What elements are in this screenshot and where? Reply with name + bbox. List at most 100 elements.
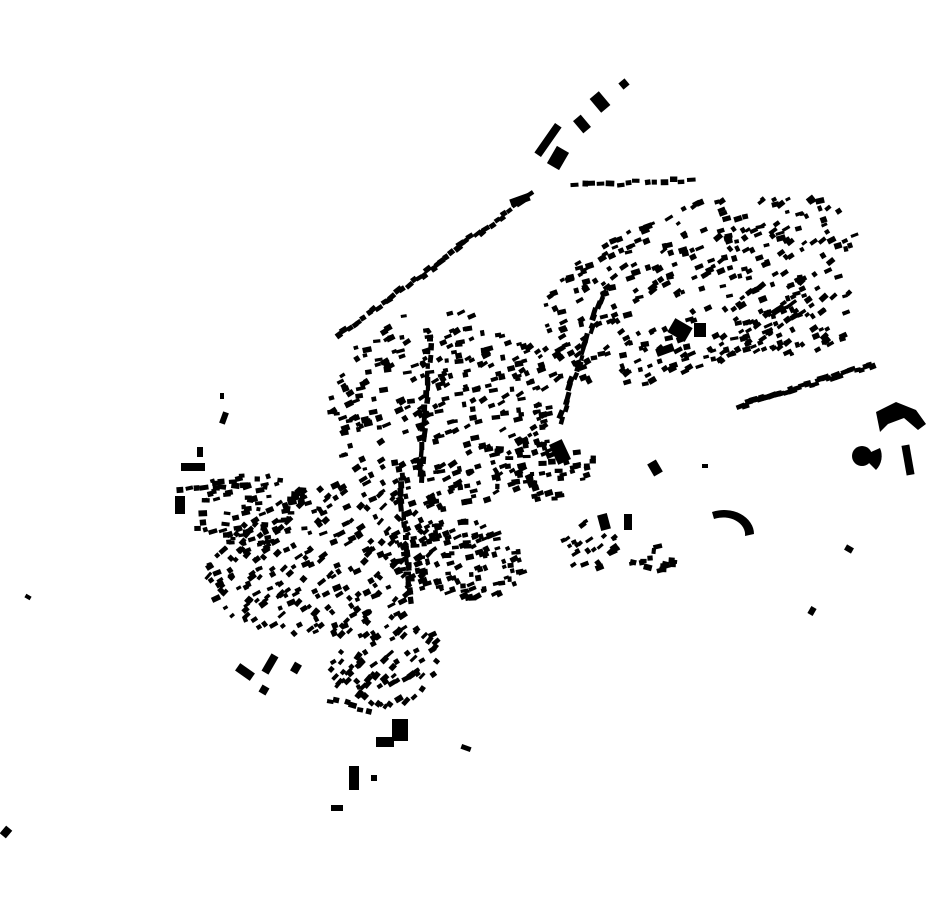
building [788,306,796,314]
building [372,582,379,589]
building [833,273,844,280]
building [594,563,605,572]
building [382,703,389,710]
building [579,354,585,362]
building [358,455,367,464]
building [469,406,476,413]
building [609,272,619,281]
building [376,456,386,465]
building [359,378,370,388]
building [714,199,720,205]
building [733,345,742,354]
building [270,537,281,547]
building [248,569,256,577]
building [766,330,773,337]
building [772,220,781,228]
building [491,414,501,420]
building [585,536,594,544]
building [328,395,335,401]
building [846,242,854,249]
building [314,592,321,600]
building [335,568,342,576]
building [651,264,661,272]
building [432,578,440,586]
building [398,353,406,360]
building [522,454,531,459]
building [574,362,582,373]
building [681,249,690,257]
building [742,345,752,353]
building [430,377,440,385]
building [250,516,260,525]
building [251,520,259,528]
building [716,266,726,276]
building [405,485,412,491]
building [609,317,618,325]
building [825,257,836,267]
building [679,230,688,238]
building [535,385,541,391]
building [776,339,784,347]
building [546,145,570,171]
building [290,542,297,550]
building [212,496,221,502]
building [575,296,584,304]
building [483,345,494,353]
building [559,472,568,478]
building [340,423,351,433]
building [564,391,572,401]
building [277,605,283,611]
building [509,386,515,393]
building [562,399,570,406]
building [633,357,642,364]
building [395,465,403,473]
building [215,579,224,587]
building [775,199,786,210]
building [383,323,393,333]
building [710,263,717,269]
building [757,294,768,304]
building [280,517,289,523]
building [771,196,778,203]
building [699,226,709,234]
building [254,501,263,506]
building [287,498,298,506]
building [689,317,698,324]
building [355,421,362,427]
building [473,519,480,526]
building [326,573,333,580]
building [619,363,626,370]
building [361,648,369,656]
building [302,554,309,561]
building [529,423,538,432]
building [710,356,717,362]
building [256,573,263,581]
building [589,91,611,113]
building [391,348,398,355]
building [680,205,687,212]
building [241,482,252,491]
building [405,564,412,571]
building [769,344,776,350]
building [566,543,573,549]
building [444,534,452,541]
building [782,305,788,310]
landmarks-layer [712,402,926,536]
building [498,426,507,433]
building [294,586,302,594]
building [294,552,304,561]
building [734,320,743,326]
building [198,510,208,517]
building [438,375,447,383]
building [564,275,575,284]
building [415,560,423,567]
building [517,396,526,402]
building [398,566,407,572]
building [337,648,345,656]
building [807,197,817,205]
building [207,528,218,535]
building [539,418,548,425]
building [285,587,291,593]
building [519,342,528,351]
building [590,546,597,553]
